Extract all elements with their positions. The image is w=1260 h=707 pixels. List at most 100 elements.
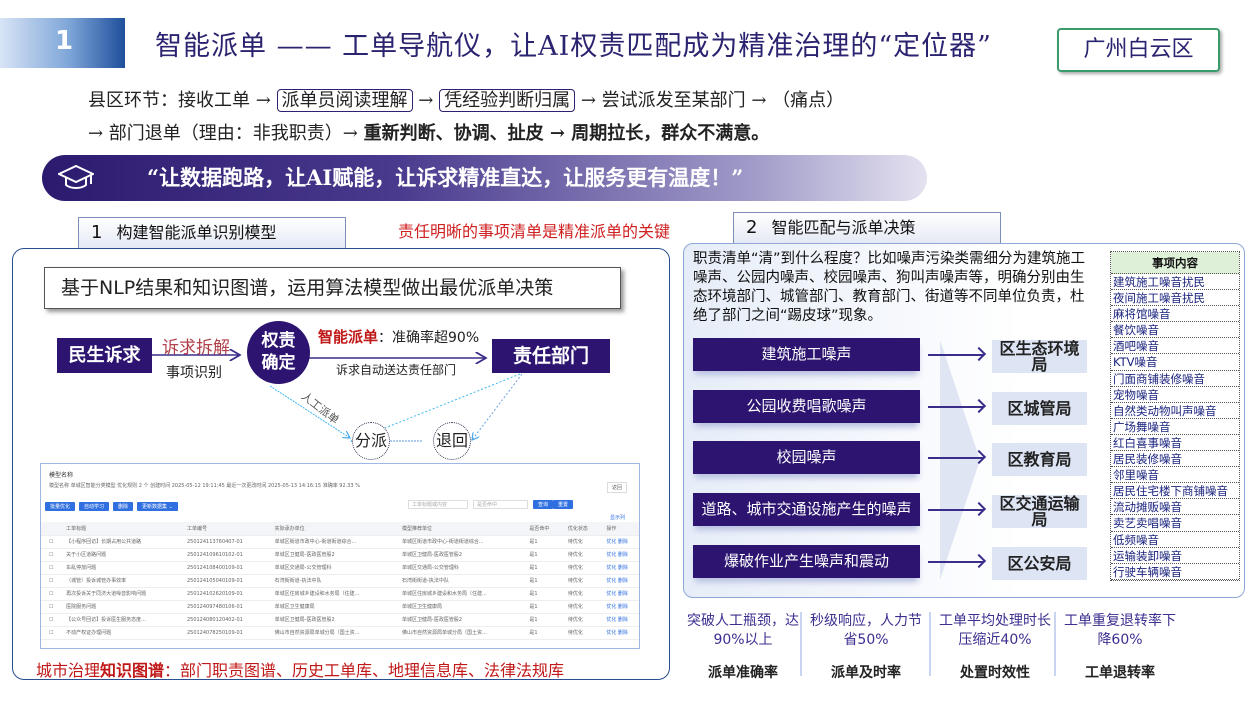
stat-label: 处置时效性 — [960, 665, 1030, 681]
query-button[interactable]: 查询 — [533, 500, 554, 509]
list-item: 卖艺卖唱噪音 — [1111, 515, 1239, 532]
auto-label: 诉求自动送达责任部门 — [336, 363, 457, 377]
table-cell: 待优化 — [559, 574, 599, 588]
stat-divider — [929, 612, 931, 676]
table-cell: 佛山市自然资源局单城分局（国土资... — [394, 626, 522, 640]
search-input[interactable]: 工单标题或内容 — [408, 500, 468, 509]
tab-number: 2 — [746, 217, 758, 238]
flow-step-bold: 重新判断、协调、扯皮 → 周期拉长，群众不满意。 — [363, 123, 770, 144]
table-cell[interactable]: 优化 删除 — [598, 626, 639, 640]
table-cell: 待优化 — [559, 561, 599, 575]
slide-number: 1 — [0, 18, 125, 68]
row-checkbox: ☐ — [41, 548, 59, 562]
update-dataset-button[interactable]: 更新数据集 ⌄ — [137, 502, 178, 511]
stat-label: 派单准确率 — [708, 665, 778, 681]
row-checkbox: ☐ — [41, 561, 59, 575]
list-item: 低频噪音 — [1111, 532, 1239, 548]
table-cell: 医院服务问题 — [58, 600, 179, 614]
list-item: 流动摊贩噪音 — [1111, 499, 1239, 516]
table-cell: 待优化 — [559, 600, 599, 614]
arrow-icon — [928, 509, 983, 511]
category-box: 道路、城市交通设施产生的噪声 — [693, 493, 920, 526]
table-cell: 是1 — [521, 548, 560, 562]
hit-select[interactable]: 是否命中 — [473, 500, 528, 509]
flow-step-boxed: 凭经验判断归属 — [439, 89, 576, 112]
arrow-icon — [928, 354, 983, 356]
list-item: 餐饮噪音 — [1111, 322, 1239, 339]
table-cell[interactable]: 优化 删除 — [598, 535, 639, 549]
table-cell: 关于小区道路问题 — [58, 548, 179, 562]
list-item: 居民住宅楼下商铺噪音 — [1111, 483, 1239, 500]
reset-button[interactable]: 重置 — [553, 500, 574, 509]
table-cell: 石湾街街道-执法中队 — [266, 574, 395, 588]
table-cell[interactable]: 优化 删除 — [598, 561, 639, 575]
table-cell: 单城区街道市政中心-街道街道综合... — [266, 535, 395, 549]
slogan-banner: “让数据跑路，让AI赋能，让诉求精准直达，让服务更有温度！” — [42, 155, 927, 201]
table-cell[interactable]: 优化 删除 — [598, 574, 639, 588]
list-item: 门面商铺装修噪音 — [1111, 371, 1239, 387]
table-cell: （城管）投诉城管办事效率 — [58, 574, 179, 588]
table-cell: 250124078250109-01 — [178, 626, 267, 640]
table-cell[interactable]: 优化 删除 — [598, 587, 639, 601]
back-button[interactable]: 返回 — [606, 482, 627, 493]
column-header: 模型推荐单位 — [394, 522, 522, 536]
flow-line-2: → 部门退单（理由：非我职责）→ 重新判断、协调、扯皮 → 周期拉长，群众不满意… — [88, 119, 769, 145]
stat-label: 工单退转率 — [1085, 665, 1155, 681]
table-cell: 单城区卫生健康局 — [394, 600, 522, 614]
column-header: 是否命中 — [521, 522, 560, 536]
table-cell: 【小程序回访】长期占用公共道路 — [58, 535, 179, 549]
arrow-icon — [928, 406, 983, 408]
table-cell: 待优化 — [559, 613, 599, 627]
footer-label: 城市治理 — [36, 661, 101, 680]
flow-step: → 部门退单（理由：非我职责）→ — [88, 123, 364, 144]
dept-box: 区城管局 — [992, 392, 1087, 425]
column-header: 实际承办单位 — [266, 522, 395, 536]
column-header: 优化状态 — [559, 522, 599, 536]
batch-optimize-button[interactable]: 批量优化 — [45, 502, 76, 511]
auto-learn-button[interactable]: 自动学习 — [79, 502, 110, 511]
table-cell: 单城区住房城乡建设和水务局（住建... — [266, 587, 395, 601]
left-panel — [12, 248, 670, 680]
tab-label: 构建智能派单识别模型 — [116, 223, 277, 242]
node-text: 确定 — [261, 353, 296, 373]
category-box: 爆破作业产生噪声和震动 — [693, 545, 920, 578]
delete-button[interactable]: 删除 — [113, 502, 134, 511]
smart-title: 智能派单 — [318, 328, 379, 346]
list-item: 运输装卸噪音 — [1111, 548, 1239, 564]
table-cell: 250124097480106-01 — [178, 600, 267, 614]
table-cell: 是1 — [521, 535, 560, 549]
table-cell[interactable]: 优化 删除 — [598, 548, 639, 562]
table-cell: 单城区卫生健康局 — [266, 600, 395, 614]
list-item: 居民装修噪音 — [1111, 451, 1239, 468]
table-cell: 佛山市自然资源局单城分局（国土资... — [266, 626, 395, 640]
table-cell: 单城区交通局-公交管理科 — [394, 561, 522, 575]
authority-node: 权责确定 — [247, 321, 310, 384]
node-text: 权责 — [261, 331, 296, 351]
shot-toolbar: 批量优化自动学习删除更新数据集 ⌄ 工单标题或内容 是否命中 查询 重置 显示列 — [41, 492, 639, 522]
arrow-icon — [928, 561, 983, 563]
table-cell: 车乱停放问题 — [58, 561, 179, 575]
responsible-dept-node: 责任部门 — [492, 339, 610, 373]
table-cell[interactable]: 优化 删除 — [598, 613, 639, 627]
items-header: 事项内容 — [1111, 252, 1239, 274]
table-cell: 单城区街道市政中心-街道街道综合... — [394, 535, 522, 549]
smart-rate: ：准确率超90% — [378, 330, 480, 346]
category-box: 建筑施工噪声 — [693, 338, 920, 371]
funnel-shape — [940, 340, 980, 580]
columns-button[interactable]: 显示列 — [609, 515, 625, 521]
region-badge: 广州白云区 — [1057, 28, 1220, 72]
table-cell[interactable]: 优化 删除 — [598, 600, 639, 614]
key-note: 责任明晰的事项清单是精准派单的关键 — [398, 222, 671, 241]
table-cell: 待优化 — [559, 587, 599, 601]
table-cell: 是1 — [521, 600, 560, 614]
table-cell: 250124113760407-01 — [178, 535, 267, 549]
table-cell: 是1 — [521, 561, 560, 575]
table-cell: 250124105040109-01 — [178, 574, 267, 588]
citizen-demand-node: 民生诉求 — [57, 338, 152, 373]
table-cell: 【公众号回访】投诉医生服务态度... — [58, 613, 179, 627]
table-cell: 是1 — [521, 626, 560, 640]
